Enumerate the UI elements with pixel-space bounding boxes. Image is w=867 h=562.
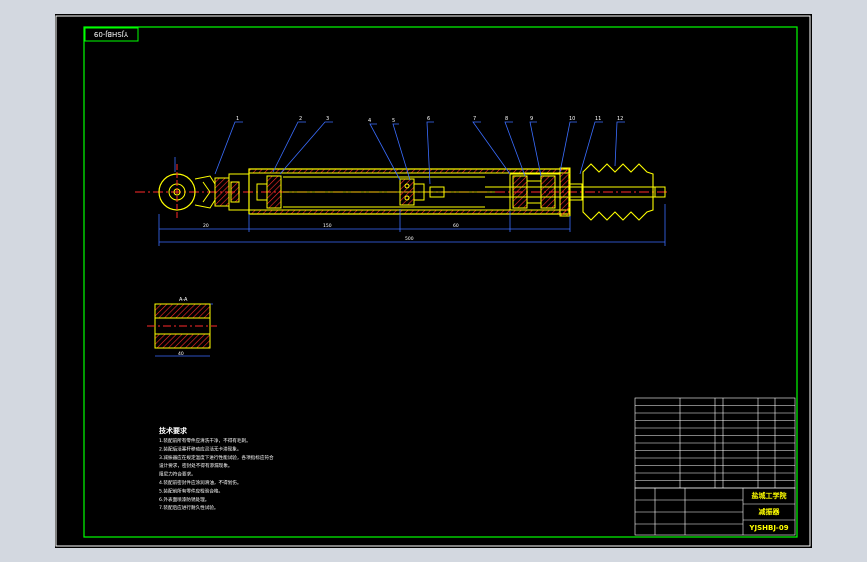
tech-item: 2.装配后活塞杆移动应灵活无卡滞现象。 bbox=[159, 445, 241, 452]
dim-c: 60 bbox=[453, 223, 459, 229]
svg-text:5: 5 bbox=[392, 118, 395, 124]
outer-frame bbox=[55, 15, 811, 547]
title-block bbox=[634, 397, 796, 536]
svg-text:2: 2 bbox=[299, 116, 302, 122]
dim-a: 150 bbox=[323, 223, 332, 229]
cad-viewport[interactable]: YJSHBJ-09 bbox=[55, 14, 812, 548]
dim-b: 20 bbox=[203, 223, 209, 229]
drawing-canvas[interactable]: YJSHBJ-09 bbox=[55, 14, 812, 548]
tech-item: 7.装配后应进行耐久性试验。 bbox=[159, 504, 219, 511]
dim-total: 500 bbox=[405, 236, 414, 242]
drawing-title: 减振器 bbox=[759, 507, 781, 516]
dimension-texts: 20 150 60 500 bbox=[203, 223, 459, 242]
tech-item: 1.装配前所有零件应清洗干净，不得有毛刺。 bbox=[159, 437, 251, 444]
section-label: A-A bbox=[179, 297, 188, 303]
svg-text:8: 8 bbox=[505, 116, 508, 122]
svg-text:1: 1 bbox=[236, 116, 239, 122]
tech-item: 设计要求，密封处不得有渗漏现象。 bbox=[159, 462, 233, 469]
tech-item: 4.装配前密封件应涂润滑油，不得划伤。 bbox=[159, 479, 241, 486]
part-leaders bbox=[214, 121, 625, 185]
inner-frame bbox=[83, 26, 798, 538]
tech-item: 6.外表面喷漆防锈处理。 bbox=[159, 496, 209, 503]
tech-item: 5.装配前所有零件应检验合格。 bbox=[159, 487, 223, 494]
svg-text:7: 7 bbox=[473, 116, 476, 122]
code-stamp: YJSHBJ-09 bbox=[84, 27, 139, 42]
svg-text:10: 10 bbox=[569, 116, 575, 122]
company-name: 盐城工学院 bbox=[752, 491, 787, 500]
tech-item: 阻尼力符合要求。 bbox=[159, 471, 196, 478]
svg-text:3: 3 bbox=[326, 116, 329, 122]
svg-text:4: 4 bbox=[368, 118, 371, 124]
damper-assembly[interactable] bbox=[135, 163, 670, 221]
tech-requirements: 技术要求 1.装配前所有零件应清洗干净，不得有毛刺。2.装配后活塞杆移动应灵活无… bbox=[159, 426, 274, 511]
tech-title: 技术要求 bbox=[159, 426, 188, 435]
title-block-text: 盐城工学院 减振器 YJSHBJ-09 bbox=[748, 491, 788, 532]
dimension-lines bbox=[158, 157, 666, 246]
drawing-number: YJSHBJ-09 bbox=[748, 524, 788, 532]
code-stamp-text: YJSHBJ-09 bbox=[94, 30, 129, 38]
section-view[interactable]: A-A 40 bbox=[147, 297, 217, 357]
svg-text:6: 6 bbox=[427, 116, 430, 122]
svg-text:12: 12 bbox=[617, 116, 623, 122]
svg-text:40: 40 bbox=[178, 351, 184, 357]
tech-item: 3.减振器应在规定温度下进行性能试验，各项指标应符合 bbox=[159, 454, 274, 461]
svg-text:9: 9 bbox=[530, 116, 533, 122]
svg-text:11: 11 bbox=[595, 116, 601, 122]
